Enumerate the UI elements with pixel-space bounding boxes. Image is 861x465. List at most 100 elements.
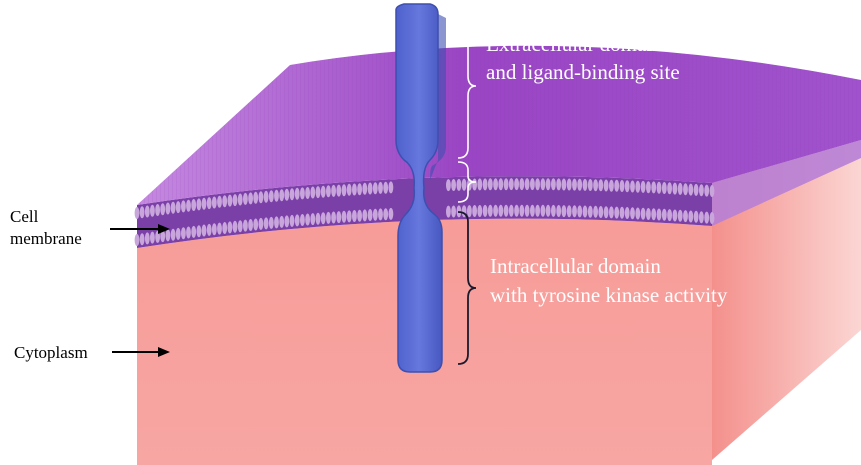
lipid-head-upper: [202, 198, 207, 210]
lipid-head-lower: [362, 209, 367, 221]
lipid-head-lower: [710, 212, 715, 224]
lipid-head-upper: [699, 184, 704, 196]
lipid-head-upper: [181, 200, 186, 212]
lipid-head-upper: [635, 181, 640, 193]
lipid-head-upper: [493, 178, 498, 190]
lipid-head-upper: [295, 188, 300, 200]
lipid-head-lower: [593, 206, 598, 218]
cell-membrane-label-line2: membrane: [10, 229, 82, 248]
lipid-head-upper: [694, 184, 699, 196]
lipid-head-lower: [352, 210, 357, 222]
lipid-head-lower: [598, 206, 603, 218]
lipid-head-upper: [562, 179, 567, 191]
lipid-head-upper: [509, 178, 514, 190]
lipid-head-lower: [551, 205, 556, 217]
cell-membrane-label-line1: Cell: [10, 207, 39, 226]
lipid-head-upper: [373, 182, 378, 194]
lipid-head-lower: [373, 209, 378, 221]
lipid-head-lower: [588, 206, 593, 218]
lipid-head-lower: [667, 209, 672, 221]
lipid-head-lower: [238, 220, 243, 232]
lipid-head-lower: [274, 216, 279, 228]
lipid-head-upper: [316, 186, 321, 198]
lipid-head-lower: [451, 206, 456, 218]
lipid-head-lower: [541, 205, 546, 217]
lipid-head-lower: [556, 205, 561, 217]
lipid-head-lower: [145, 232, 150, 244]
lipid-head-upper: [212, 197, 217, 209]
lipid-head-lower: [368, 209, 373, 221]
lipid-head-upper: [598, 179, 603, 191]
lipid-head-lower: [233, 221, 238, 233]
lipid-head-lower: [197, 225, 202, 237]
lipid-head-upper: [233, 194, 238, 206]
lipid-head-lower: [530, 205, 535, 217]
lipid-head-upper: [593, 179, 598, 191]
lipid-head-upper: [284, 189, 289, 201]
lipid-head-lower: [243, 220, 248, 232]
lipid-head-upper: [556, 178, 561, 190]
lipid-head-upper: [541, 178, 546, 190]
lipid-head-lower: [166, 229, 171, 241]
lipid-head-lower: [583, 206, 588, 218]
lipid-head-upper: [657, 182, 662, 194]
lipid-head-upper: [519, 178, 524, 190]
lipid-head-lower: [635, 208, 640, 220]
lipid-head-lower: [567, 205, 572, 217]
lipid-head-lower: [525, 205, 530, 217]
lipid-head-lower: [651, 208, 656, 220]
lipid-head-lower: [678, 210, 683, 222]
lipid-head-lower: [483, 205, 488, 217]
lipid-head-upper: [197, 198, 202, 210]
lipid-head-upper: [362, 183, 367, 195]
lipid-head-upper: [451, 179, 456, 191]
lipid-head-lower: [562, 205, 567, 217]
intracellular-label-line2: with tyrosine kinase activity: [490, 283, 728, 307]
lipid-head-lower: [186, 227, 191, 239]
lipid-head-upper: [176, 201, 181, 213]
lipid-head-lower: [383, 208, 388, 220]
lipid-head-lower: [630, 207, 635, 219]
lipid-head-upper: [504, 178, 509, 190]
lipid-head-upper: [347, 184, 352, 196]
lipid-head-lower: [514, 205, 519, 217]
lipid-head-upper: [166, 203, 171, 215]
lipid-head-upper: [641, 181, 646, 193]
lipid-head-lower: [316, 213, 321, 225]
lipid-head-lower: [614, 207, 619, 219]
lipid-head-lower: [264, 217, 269, 229]
extracellular-label-line2: and ligand-binding site: [486, 60, 680, 84]
lipid-head-lower: [202, 225, 207, 237]
lipid-head-lower: [310, 213, 315, 225]
lipid-head-upper: [336, 185, 341, 197]
lipid-head-lower: [535, 205, 540, 217]
lipid-head-lower: [321, 212, 326, 224]
lipid-head-lower: [625, 207, 630, 219]
lipid-head-upper: [551, 178, 556, 190]
lipid-head-lower: [683, 210, 688, 222]
lipid-head-upper: [305, 187, 310, 199]
lipid-head-upper: [269, 190, 274, 202]
lipid-head-lower: [620, 207, 625, 219]
lipid-head-upper: [253, 192, 258, 204]
lipid-head-lower: [446, 206, 451, 218]
lipid-head-upper: [457, 179, 462, 191]
lipid-head-upper: [678, 183, 683, 195]
lipid-head-lower: [222, 222, 227, 234]
lipid-head-lower: [347, 210, 352, 222]
lipid-head-lower: [305, 214, 310, 226]
lipid-head-upper: [477, 178, 482, 190]
lipid-head-lower: [378, 208, 383, 220]
lipid-head-upper: [238, 194, 243, 206]
lipid-head-upper: [383, 182, 388, 194]
lipid-head-lower: [259, 218, 264, 230]
lipid-head-lower: [641, 208, 646, 220]
lipid-head-upper: [514, 178, 519, 190]
lipid-head-upper: [207, 197, 212, 209]
lipid-head-lower: [357, 210, 362, 222]
lipid-head-upper: [217, 196, 222, 208]
lipid-head-lower: [279, 216, 284, 228]
lipid-head-lower: [191, 226, 196, 238]
lipid-head-upper: [368, 183, 373, 195]
